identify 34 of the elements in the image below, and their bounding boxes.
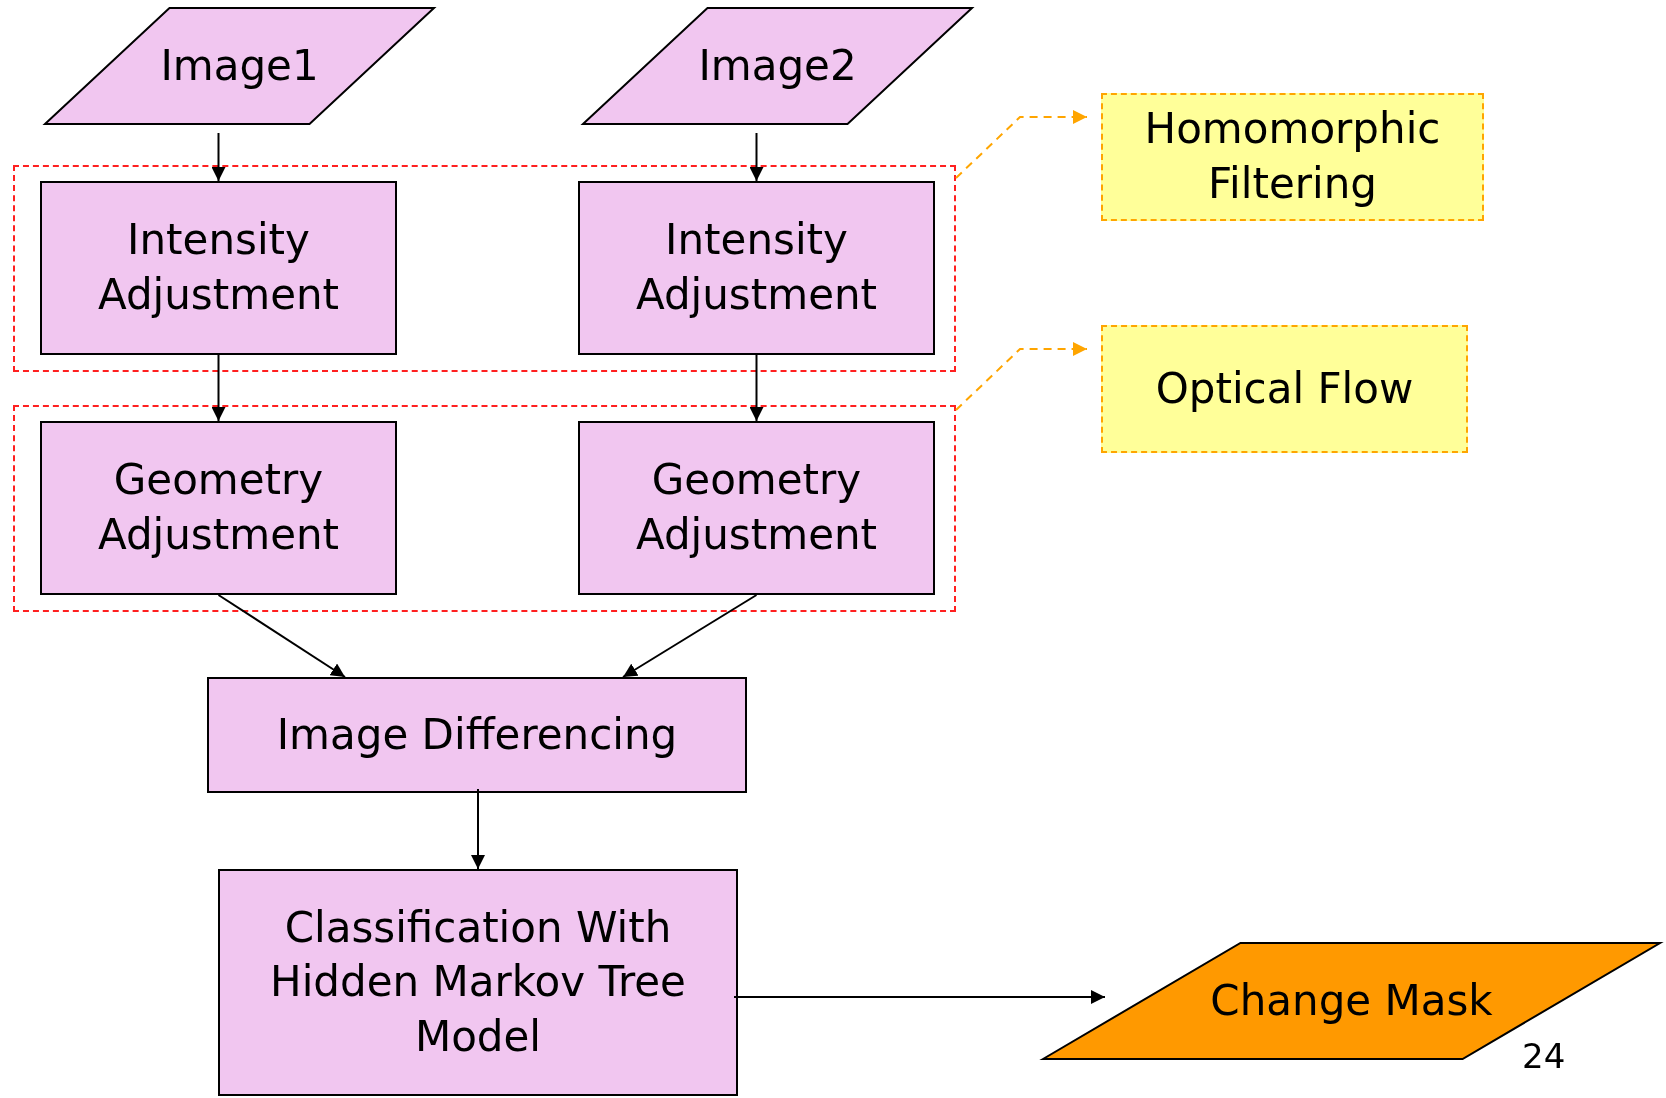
- process-box: [207, 677, 747, 793]
- node-label: Change Mask: [1210, 974, 1493, 1027]
- dashed-group-frame: [13, 165, 956, 372]
- arrow: [211, 132, 226, 182]
- arrow: [749, 354, 764, 422]
- arrow: [955, 110, 1088, 179]
- node-label: Image2: [698, 39, 857, 92]
- node-label: Image Differencing: [276, 708, 678, 761]
- process-box: [578, 181, 935, 355]
- node-label: Image1: [160, 39, 319, 92]
- node-label: Homomorphic Filtering: [1143, 103, 1442, 210]
- process-box: [40, 181, 397, 355]
- arrow: [733, 990, 1106, 1004]
- arrow: [749, 132, 764, 182]
- node-label: Intensity Adjustment: [634, 214, 879, 321]
- node-label: Geometry Adjustment: [634, 454, 879, 561]
- process-box: [578, 421, 935, 595]
- dashed-group-frame: [13, 405, 956, 612]
- process-box: [218, 869, 738, 1096]
- arrow: [955, 342, 1088, 411]
- note-box: [1101, 93, 1484, 221]
- arrow: [217, 594, 346, 678]
- process-box: [40, 421, 397, 595]
- note-box: [1101, 325, 1468, 453]
- page-number: 24: [1522, 1036, 1566, 1076]
- node-label: Classification With Hidden Markov Tree Model: [270, 901, 686, 1063]
- input-parallelogram: [45, 8, 434, 124]
- input-parallelogram: [583, 8, 972, 124]
- node-label: Geometry Adjustment: [96, 454, 341, 561]
- node-label: Intensity Adjustment: [96, 214, 341, 321]
- arrow: [471, 788, 485, 870]
- arrow: [211, 354, 226, 422]
- arrow: [622, 594, 758, 678]
- node-label: Optical Flow: [1155, 362, 1414, 415]
